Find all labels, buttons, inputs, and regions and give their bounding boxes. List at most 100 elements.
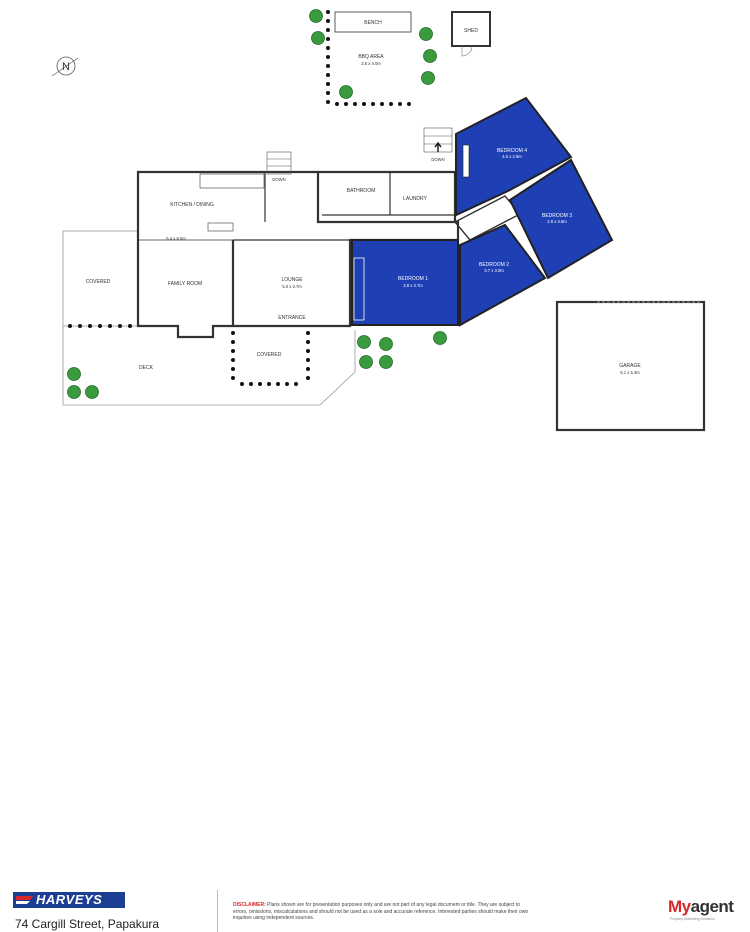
down-label-kitchen: DOWN (272, 177, 285, 182)
property-address: 74 Cargill Street, Papakura (15, 917, 160, 931)
post (118, 324, 122, 328)
kitchen-label: KITCHEN / DINING (170, 202, 214, 208)
trees (67, 9, 447, 399)
tree-icon (339, 85, 353, 99)
bbq-area: BENCH BBQ AREA 3.5 x 4.0m (326, 10, 412, 106)
post (326, 19, 330, 23)
family-room-label: FAMILY ROOM (168, 281, 202, 287)
tree-icon (67, 385, 81, 399)
arrow-up-icon (434, 141, 442, 152)
post (68, 324, 72, 328)
post (371, 102, 375, 106)
bedroom1-dimension: 3.8 x 3.7m (403, 283, 423, 288)
post (335, 102, 339, 106)
tree-icon (359, 355, 373, 369)
covered-left-label: COVERED (86, 279, 111, 285)
garage: GARAGE 6.1 x 5.3m (555, 300, 706, 432)
laundry-label: LAUNDRY (403, 196, 427, 202)
post (78, 324, 82, 328)
post (306, 340, 310, 344)
post (389, 102, 393, 106)
bedroom2-label: BEDROOM 2 (479, 262, 509, 268)
tree-icon (311, 31, 325, 45)
post (306, 367, 310, 371)
bbq-label: BBQ AREA (358, 54, 384, 60)
post (306, 331, 310, 335)
lounge-label: LOUNGE (281, 277, 303, 283)
tree-icon (379, 355, 393, 369)
post (231, 367, 235, 371)
myagent-logo: Myagent (668, 897, 734, 917)
post (326, 37, 330, 41)
post (231, 349, 235, 353)
post (231, 331, 235, 335)
bedroom4-label: BEDROOM 4 (497, 148, 527, 154)
post (231, 376, 235, 380)
myagent-my: My (668, 897, 691, 916)
post (249, 382, 253, 386)
covered-front-posts (231, 331, 310, 386)
down-label-laundry: DOWN (431, 157, 444, 162)
disclaimer: DISCLAIMER: Plans shown are for presenta… (233, 902, 533, 922)
post (380, 102, 384, 106)
kitchen-counter (199, 173, 265, 189)
tree-icon (419, 27, 433, 41)
disclaimer-text: Plans shown are for presentation purpose… (233, 902, 529, 921)
deck-area (62, 326, 356, 406)
tree-icon (85, 385, 99, 399)
post (326, 64, 330, 68)
post (407, 102, 411, 106)
tree-icon (421, 71, 435, 85)
brand-name: HARVEYS (36, 892, 103, 907)
bedroom2-dimension: 3.7 x 3.0m (484, 268, 504, 273)
bathroom-label: BATHROOM (347, 188, 376, 194)
garage-label: GARAGE (619, 363, 641, 369)
post (344, 102, 348, 106)
post (326, 46, 330, 50)
bbq-dimension: 3.5 x 4.0m (361, 61, 381, 66)
post (326, 91, 330, 95)
tree-icon (309, 9, 323, 23)
bedroom1-label: BEDROOM 1 (398, 276, 428, 282)
post (88, 324, 92, 328)
covered-front-label: COVERED (257, 352, 282, 358)
post (326, 10, 330, 14)
post (353, 102, 357, 106)
post (326, 100, 330, 104)
post (306, 349, 310, 353)
post (326, 73, 330, 77)
post (326, 55, 330, 59)
tree-icon (433, 331, 447, 345)
kitchen-bench (207, 222, 234, 232)
steps-down-kitchen (266, 151, 292, 175)
post (231, 358, 235, 362)
myagent-rest: agent (690, 897, 734, 916)
post (306, 358, 310, 362)
deck-posts (68, 324, 132, 328)
tree-icon (379, 337, 393, 351)
bedroom4-dimension: 4.5 x 2.9m (502, 154, 522, 159)
tree-icon (67, 367, 81, 381)
post (276, 382, 280, 386)
post (294, 382, 298, 386)
footer-divider (217, 890, 218, 932)
post (128, 324, 132, 328)
bedroom3-dimension: 2.8 x 3.6m (547, 219, 567, 224)
post (398, 102, 402, 106)
post (285, 382, 289, 386)
north-arrow-icon: N (51, 56, 79, 77)
bench-label: BENCH (364, 20, 382, 26)
shed-label: SHED (464, 28, 478, 34)
post (258, 382, 262, 386)
shed: SHED (451, 11, 491, 57)
post (240, 382, 244, 386)
disclaimer-title: DISCLAIMER: (233, 902, 266, 908)
lounge-dimension: 5.0 x 3.7m (282, 284, 302, 289)
tree-icon (423, 49, 437, 63)
post (306, 376, 310, 380)
post (231, 340, 235, 344)
floor-plan: N BENCH BBQ AREA 3.5 x 4.0m SHED COVERED… (51, 9, 706, 432)
bedroom3-label: BEDROOM 3 (542, 213, 572, 219)
post (98, 324, 102, 328)
post (326, 82, 330, 86)
